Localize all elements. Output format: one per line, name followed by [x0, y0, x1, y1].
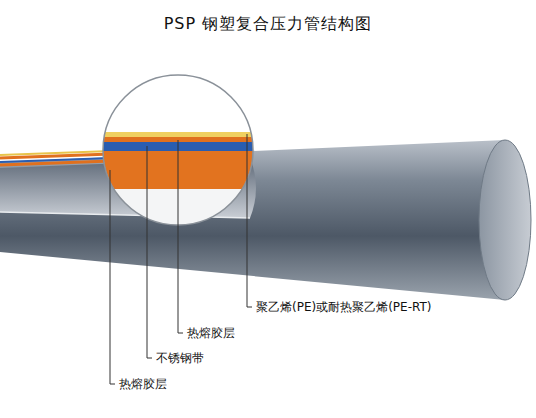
layer-label: 热熔胶层: [118, 376, 168, 393]
magnified-layers: [100, 70, 260, 230]
diagram-title: PSP 钢塑复合压力管结构图: [164, 14, 373, 35]
pipe-body: [0, 140, 505, 300]
layer-label: 聚乙烯(PE)或耐热聚乙烯(PE-RT): [255, 299, 433, 316]
pipe-end: [479, 140, 531, 300]
leader-lines: [110, 134, 252, 384]
layer-label: 不锈钢带: [155, 350, 205, 367]
layer-label: 热熔胶层: [186, 325, 236, 342]
